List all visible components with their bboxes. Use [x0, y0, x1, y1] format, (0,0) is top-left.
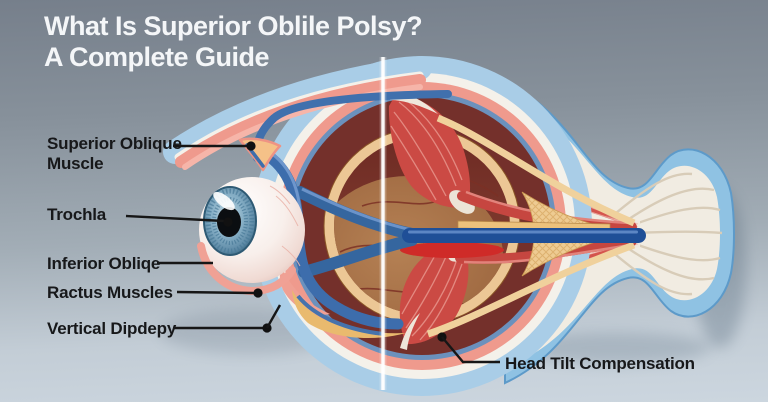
pointer-dot-rectus	[253, 288, 263, 298]
label-inferior-oblique: Inferior Obliqe	[47, 254, 161, 273]
callout-pointer-lines	[125, 141, 500, 364]
eye-highlight	[213, 191, 235, 211]
pointer-head-tilt	[441, 336, 500, 364]
label-superior-oblique-muscle: Superior Oblique Muscle	[47, 134, 182, 173]
label-trochlea: Trochla	[47, 205, 107, 224]
pointer-dot-trochlea	[223, 217, 233, 227]
optic-nerve	[294, 186, 646, 278]
divider-line	[379, 57, 387, 390]
pointer-trochlea	[125, 214, 225, 223]
pointer-dot-superior-oblique	[246, 141, 256, 151]
eyeball	[197, 177, 305, 296]
lower-sheath-rim	[197, 242, 296, 296]
pointer-rectus	[176, 290, 255, 295]
label-vertical-diplopia: Vertical Dipdepy	[47, 319, 177, 338]
label-rectus-muscles: Ractus Muscles	[47, 283, 173, 302]
scleral-vessels	[269, 185, 301, 267]
label-head-tilt-compensation: Head Tilt Compensation	[505, 354, 695, 373]
title-line-1: What Is Superior Oblile Polsy?	[44, 11, 423, 41]
inferior-sheath	[279, 268, 406, 339]
page-title: What Is Superior Oblile Polsy? A Complet…	[44, 11, 423, 73]
title-line-2: A Complete Guide	[44, 42, 270, 72]
